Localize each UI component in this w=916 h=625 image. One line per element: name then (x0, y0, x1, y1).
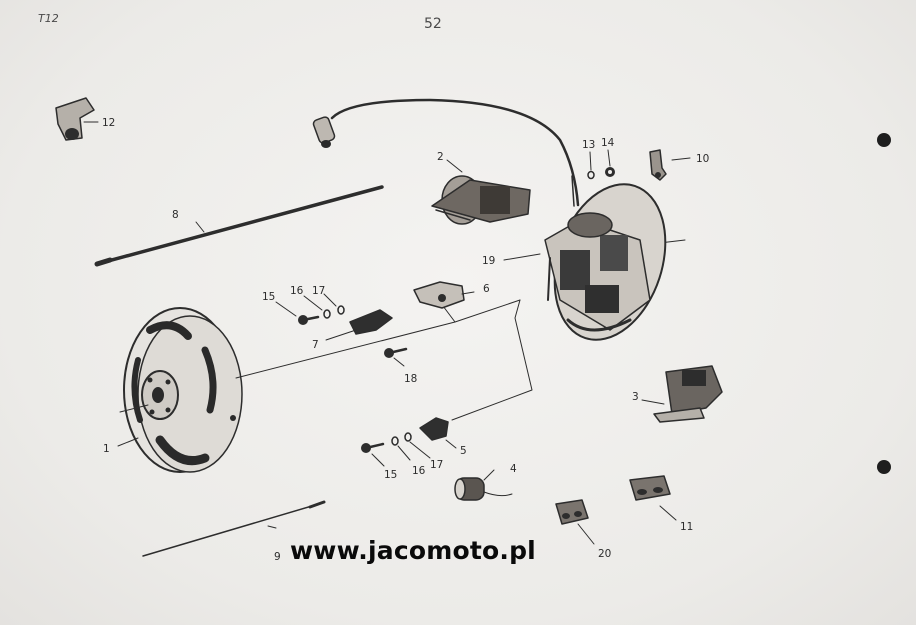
callout-19: 19 (482, 255, 495, 267)
part-4-condenser (454, 477, 513, 501)
part-9-wire (142, 500, 326, 557)
callout-17-lower: 17 (430, 459, 443, 471)
part-6-contact-breaker (413, 281, 465, 309)
part-14-nut (605, 167, 615, 177)
part-1-flywheel (123, 307, 243, 473)
callout-17-upper: 17 (312, 285, 325, 297)
callout-16-lower: 16 (412, 465, 426, 477)
sheet-code: T12 (38, 12, 59, 25)
callout-15-upper: 15 (262, 291, 275, 303)
callout-15-lower: 15 (384, 469, 397, 481)
part-2-ignition-coil (431, 175, 531, 225)
callout-2: 2 (437, 151, 444, 163)
callout-numbers: 1 2 3 4 5 6 7 8 9 10 11 12 13 14 15 16 1… (102, 117, 709, 563)
part-17-washer-lower (404, 432, 412, 442)
callout-18: 18 (404, 373, 417, 385)
callout-11: 11 (680, 521, 693, 533)
callout-1: 1 (103, 443, 110, 455)
part-18-screw (384, 347, 408, 358)
callout-5: 5 (460, 445, 467, 457)
part-16-washer-lower (391, 436, 399, 446)
callout-4: 4 (510, 463, 517, 475)
part-13-washer (587, 170, 595, 180)
part-12-bracket (55, 97, 95, 141)
leader-lines (83, 121, 691, 545)
page-number: 52 (424, 16, 442, 32)
part-3-terminal-block (653, 365, 723, 423)
callout-12: 12 (102, 117, 115, 129)
part-19-stator-plate (544, 183, 667, 341)
part-15-screw-lower (361, 442, 385, 453)
callout-20: 20 (598, 548, 611, 560)
part-16-washer-upper (323, 309, 331, 319)
part-11-block (629, 475, 671, 501)
callout-9: 9 (274, 551, 281, 563)
callout-14: 14 (601, 137, 615, 149)
callout-8: 8 (172, 209, 179, 221)
ht-lead (312, 98, 580, 207)
callout-3: 3 (632, 391, 639, 403)
binder-hole-bottom (877, 460, 891, 474)
callout-10: 10 (696, 153, 709, 165)
part-20-block (555, 499, 589, 525)
part-10-terminal (649, 149, 667, 181)
watermark-url: www.jacomoto.pl (290, 536, 536, 565)
part-17-washer-upper (337, 305, 345, 315)
part-15-screw-upper (298, 315, 320, 325)
binder-hole-top (877, 133, 891, 147)
callout-6: 6 (483, 283, 490, 295)
callout-16-upper: 16 (290, 285, 304, 297)
part-5-clamp (419, 417, 449, 441)
part-7-breaker-arm (349, 309, 393, 335)
callout-7: 7 (312, 339, 319, 351)
part-8-rod (94, 185, 384, 267)
callout-13: 13 (582, 139, 595, 151)
